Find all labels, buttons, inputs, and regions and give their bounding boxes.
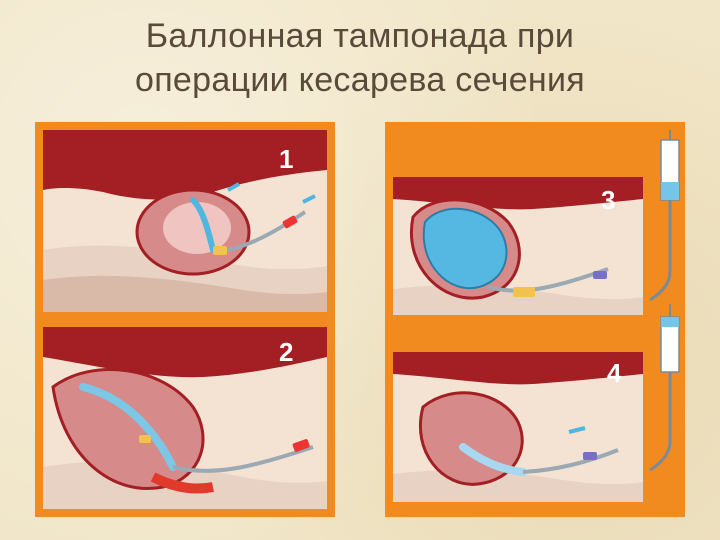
panel-1-number: 1 — [279, 144, 294, 174]
panel-1: 1 — [43, 130, 327, 312]
right-figure-frame: 3 4 — [385, 122, 685, 517]
syringe-tubes — [649, 130, 680, 472]
title-line-1: Баллонная тампонада при — [145, 17, 575, 55]
panel-4: 4 — [393, 352, 643, 502]
slide-title: Баллонная тампонада при операции кесарев… — [0, 14, 720, 102]
left-figure-frame: 1 2 — [35, 122, 335, 517]
panel-3-illustration — [393, 177, 643, 315]
panel-3: 3 — [393, 177, 643, 315]
panel-2-illustration — [43, 327, 327, 509]
panel-2-number: 2 — [279, 337, 294, 367]
panel-3-number: 3 — [601, 185, 616, 215]
panel-4-illustration — [393, 352, 643, 502]
panel-4-number: 4 — [607, 358, 622, 388]
title-line-2: операции кесарева сечения — [135, 61, 585, 99]
panel-2: 2 — [43, 327, 327, 509]
panel-1-illustration — [43, 130, 327, 312]
